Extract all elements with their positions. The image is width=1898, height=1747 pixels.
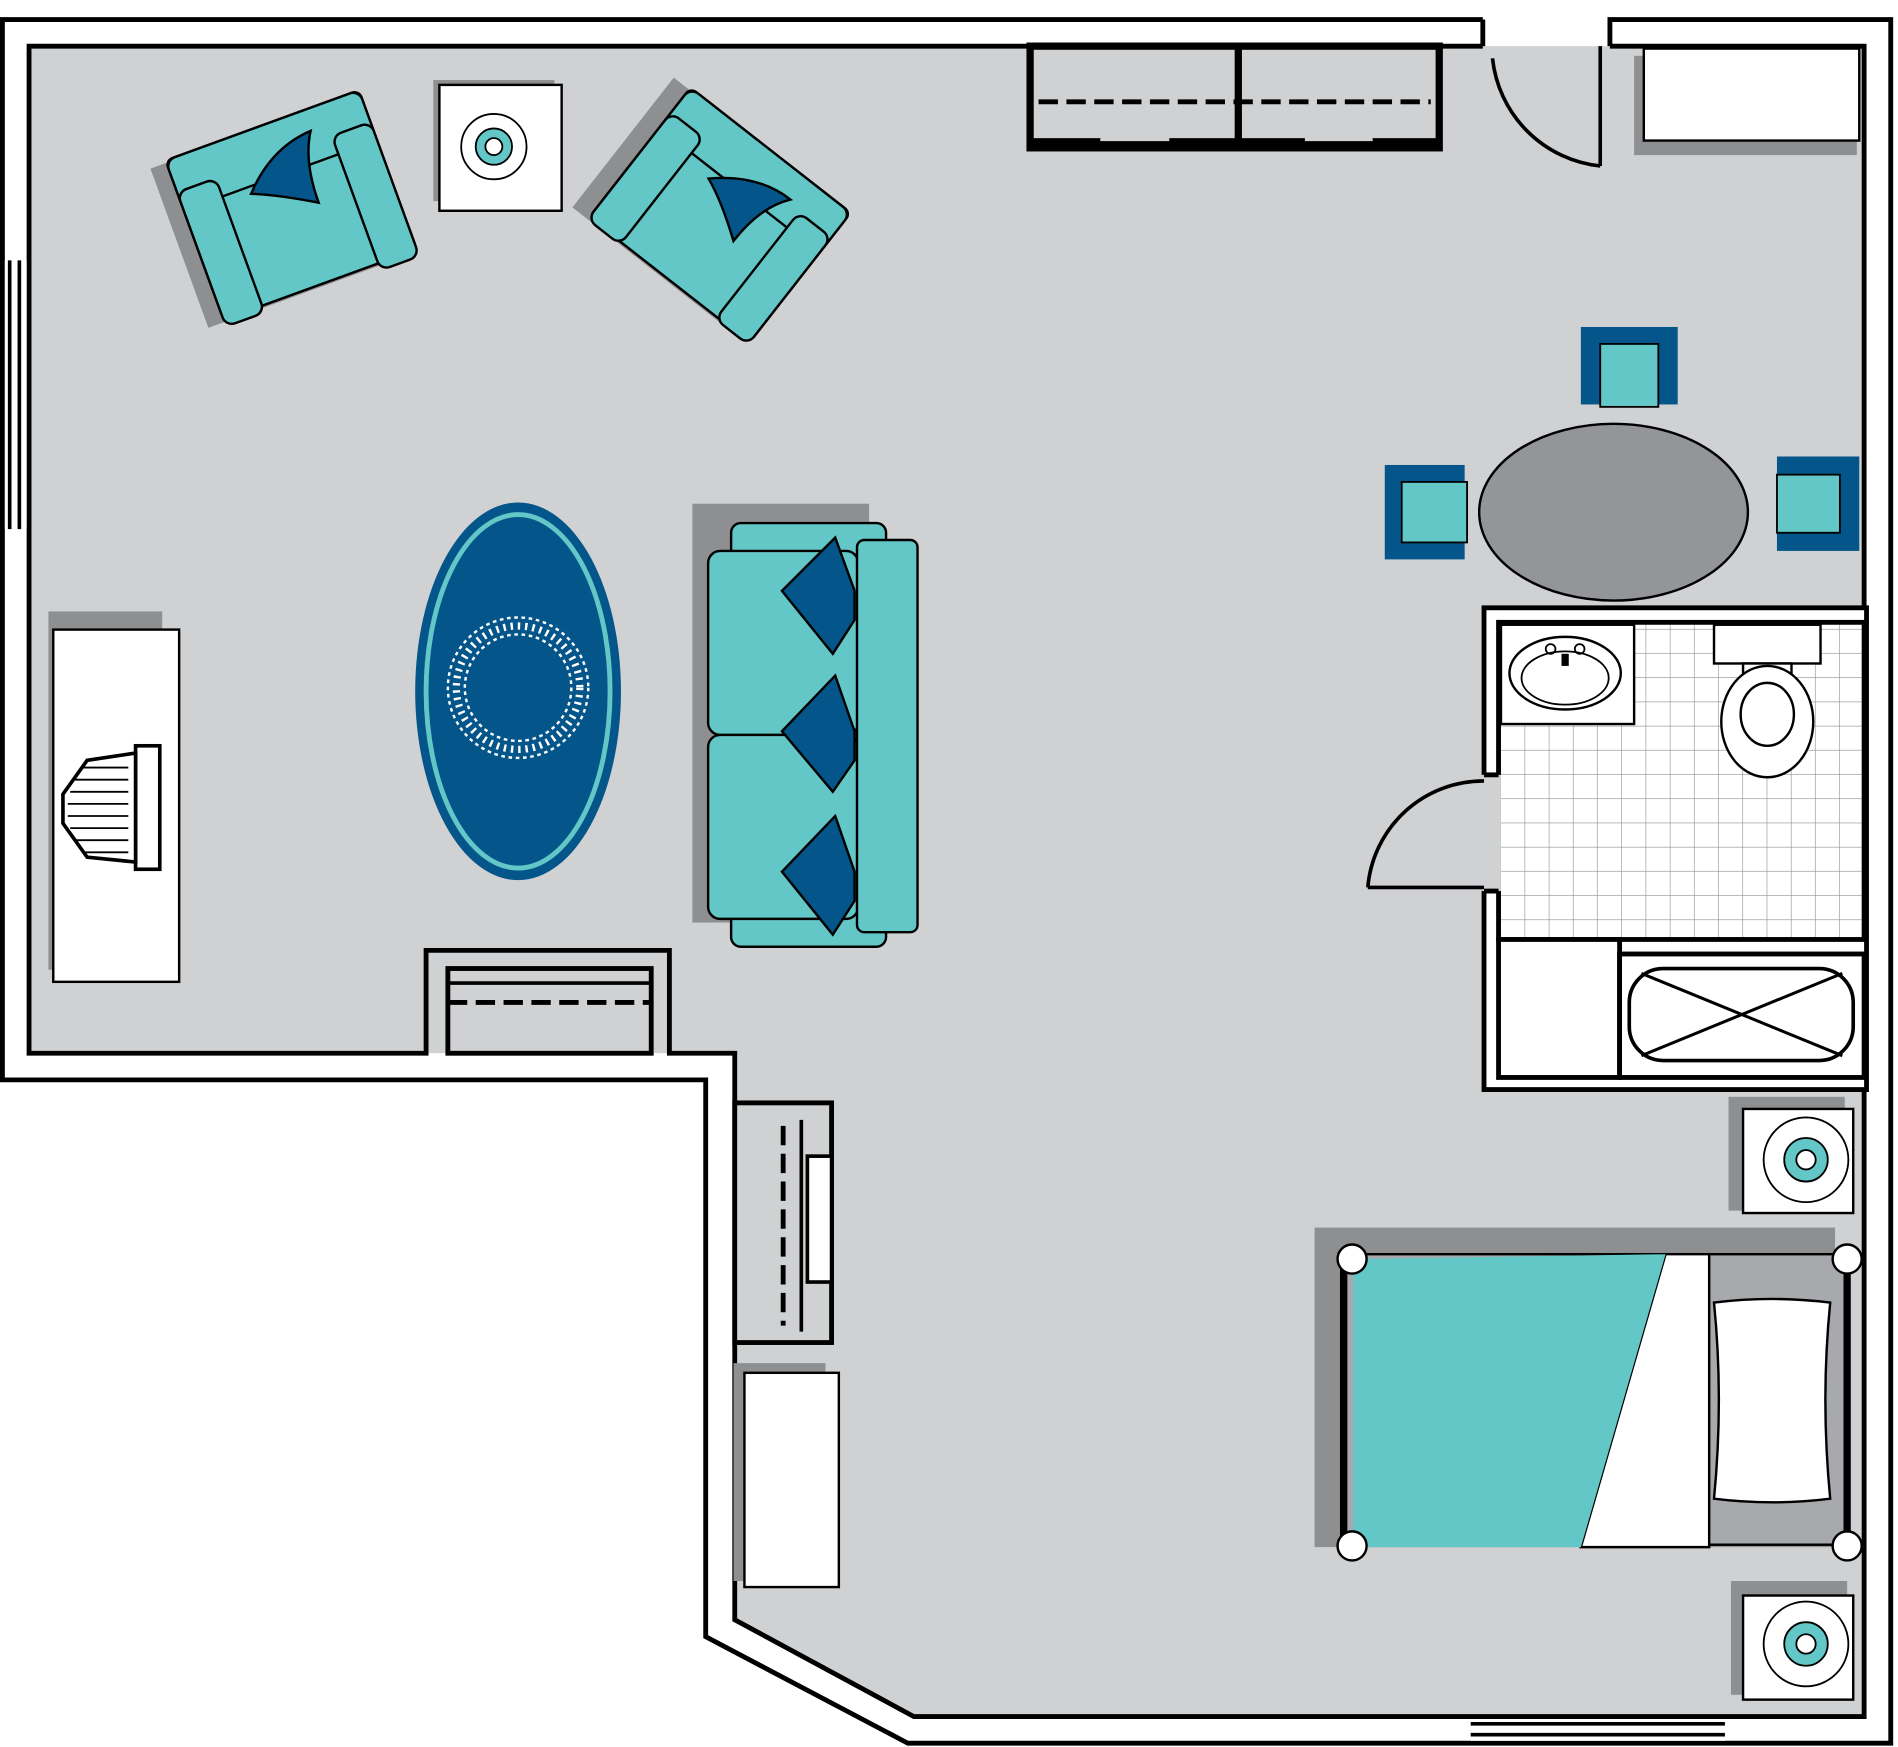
kitchen-counter — [1634, 47, 1861, 156]
exterior-walls — [0, 17, 1894, 1746]
bed — [1314, 1227, 1863, 1562]
toilet-icon — [1712, 623, 1822, 779]
left-window — [4, 260, 27, 530]
sink-icon — [1499, 623, 1636, 726]
end-table — [433, 80, 563, 212]
bottom-closet — [445, 966, 654, 1056]
dining-chair-top — [1580, 326, 1678, 408]
dining-table — [1477, 422, 1750, 602]
area-rug — [415, 502, 621, 881]
armchair-right — [572, 77, 850, 342]
bed-pillow — [1712, 1297, 1832, 1504]
television-icon — [61, 743, 162, 872]
bathroom-door — [1366, 779, 1485, 890]
nightstand-top — [1728, 1096, 1855, 1215]
dresser — [733, 1363, 841, 1589]
entry-door — [1490, 46, 1603, 168]
sofa-pillow — [780, 813, 856, 937]
armchair-left — [150, 90, 418, 328]
bottom-window — [1470, 1719, 1725, 1741]
nightstand-bottom — [1730, 1581, 1855, 1701]
sofa-pillow — [780, 535, 856, 656]
sofa-pillow — [780, 673, 856, 794]
side-closet — [732, 1100, 835, 1345]
dining-chair-left — [1384, 464, 1468, 560]
sofa — [692, 503, 919, 948]
dining-chair-right — [1776, 456, 1860, 551]
top-closet — [1026, 42, 1443, 152]
